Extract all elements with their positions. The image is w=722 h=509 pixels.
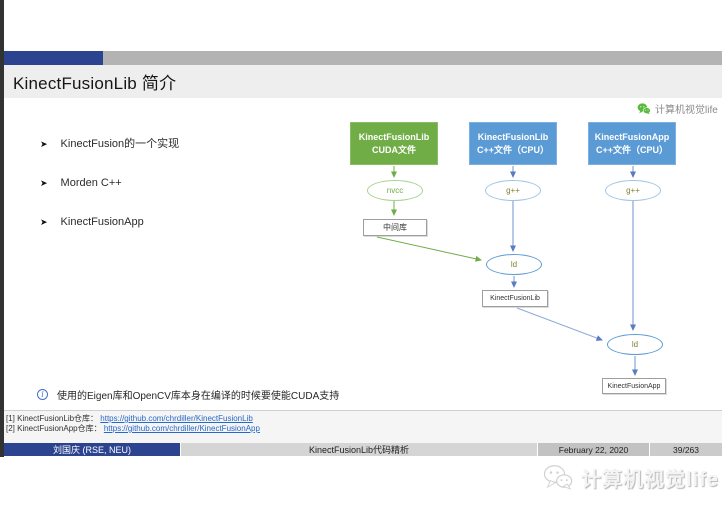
diagram-node-gpp-app: g++	[605, 180, 661, 201]
nav-bar-gray-segment	[103, 51, 722, 65]
diagram-node-cuda-files: KinectFusionLib CUDA文件	[350, 122, 438, 165]
node-label-line2: CUDA文件	[372, 144, 416, 155]
diagram-node-lib-output: KinectFusionLib	[482, 290, 548, 307]
watermark-top: 计算机视觉life	[637, 101, 718, 116]
footer-date: February 22, 2020	[538, 443, 649, 456]
footnote-label: [2] KinectFusionApp仓库：	[6, 424, 102, 433]
diagram-node-nvcc: nvcc	[367, 180, 423, 201]
footnote-label: [1] KinectFusionLib仓库：	[6, 414, 99, 423]
bullet-item-3: ➤ KinectFusionApp	[40, 215, 144, 229]
bullet-item-1: ➤ KinectFusion的一个实现	[40, 137, 179, 151]
footer-deck-title: KinectFusionLib代码精析	[181, 443, 537, 456]
footnote-link-kinectfusionlib[interactable]: https://github.com/chrdiller/KinectFusio…	[100, 414, 253, 423]
node-label-line2: C++文件（CPU）	[595, 144, 668, 155]
triangle-bullet-icon: ➤	[40, 178, 48, 188]
slide-title: KinectFusionLib 简介	[13, 74, 177, 93]
watermark-bottom: 计算机视觉life	[543, 463, 719, 492]
info-note: i 使用的Eigen库和OpenCV库本身在编译的时候要使能CUDA支持	[37, 387, 339, 402]
node-label-line1: KinectFusionApp	[594, 131, 670, 142]
bullet-text: KinectFusionApp	[60, 216, 144, 228]
info-icon: i	[37, 389, 48, 400]
watermark-top-text: 计算机视觉life	[655, 105, 718, 116]
info-note-text: 使用的Eigen库和OpenCV库本身在编译的时候要使能CUDA支持	[57, 391, 340, 402]
wechat-icon	[637, 102, 651, 115]
node-label-line1: KinectFusionLib	[477, 131, 549, 142]
slide-title-bar: KinectFusionLib 简介	[4, 65, 722, 98]
diagram-node-app-cpp-files: KinectFusionApp C++文件（CPU）	[588, 122, 676, 165]
footnote-1: [1] KinectFusionLib仓库： https://github.co…	[6, 414, 722, 424]
bullet-item-2: ➤ Morden C++	[40, 176, 122, 190]
triangle-bullet-icon: ➤	[40, 139, 48, 149]
node-label-line2: C++文件（CPU）	[476, 144, 549, 155]
diagram-node-ld-lib: ld	[486, 254, 542, 275]
diagram-node-ld-app: ld	[607, 334, 663, 355]
watermark-bottom-text: 计算机视觉life	[581, 469, 719, 491]
bullet-text: Morden C++	[60, 177, 122, 189]
node-label-line1: KinectFusionLib	[358, 131, 430, 142]
wechat-icon	[543, 464, 573, 491]
diagram-node-gpp-lib: g++	[485, 180, 541, 201]
diagram-node-app-output: KinectFusionApp	[602, 378, 666, 394]
footnote-2: [2] KinectFusionApp仓库： https://github.co…	[6, 424, 722, 434]
diagram-node-lib-cpp-files: KinectFusionLib C++文件（CPU）	[469, 122, 557, 165]
window-edge-strip	[0, 0, 4, 457]
footnote-area: [1] KinectFusionLib仓库： https://github.co…	[4, 410, 722, 443]
footer-page-number: 39/263	[650, 443, 722, 456]
nav-bar-blue-segment	[4, 51, 103, 65]
bullet-text: KinectFusion的一个实现	[60, 138, 180, 150]
footer-author: 刘国庆 (RSE, NEU)	[4, 443, 180, 456]
triangle-bullet-icon: ➤	[40, 217, 48, 227]
footnote-link-kinectfusionapp[interactable]: https://github.com/chrdiller/KinectFusio…	[103, 424, 260, 433]
diagram-node-intermediate-lib: 中间库	[363, 219, 427, 236]
